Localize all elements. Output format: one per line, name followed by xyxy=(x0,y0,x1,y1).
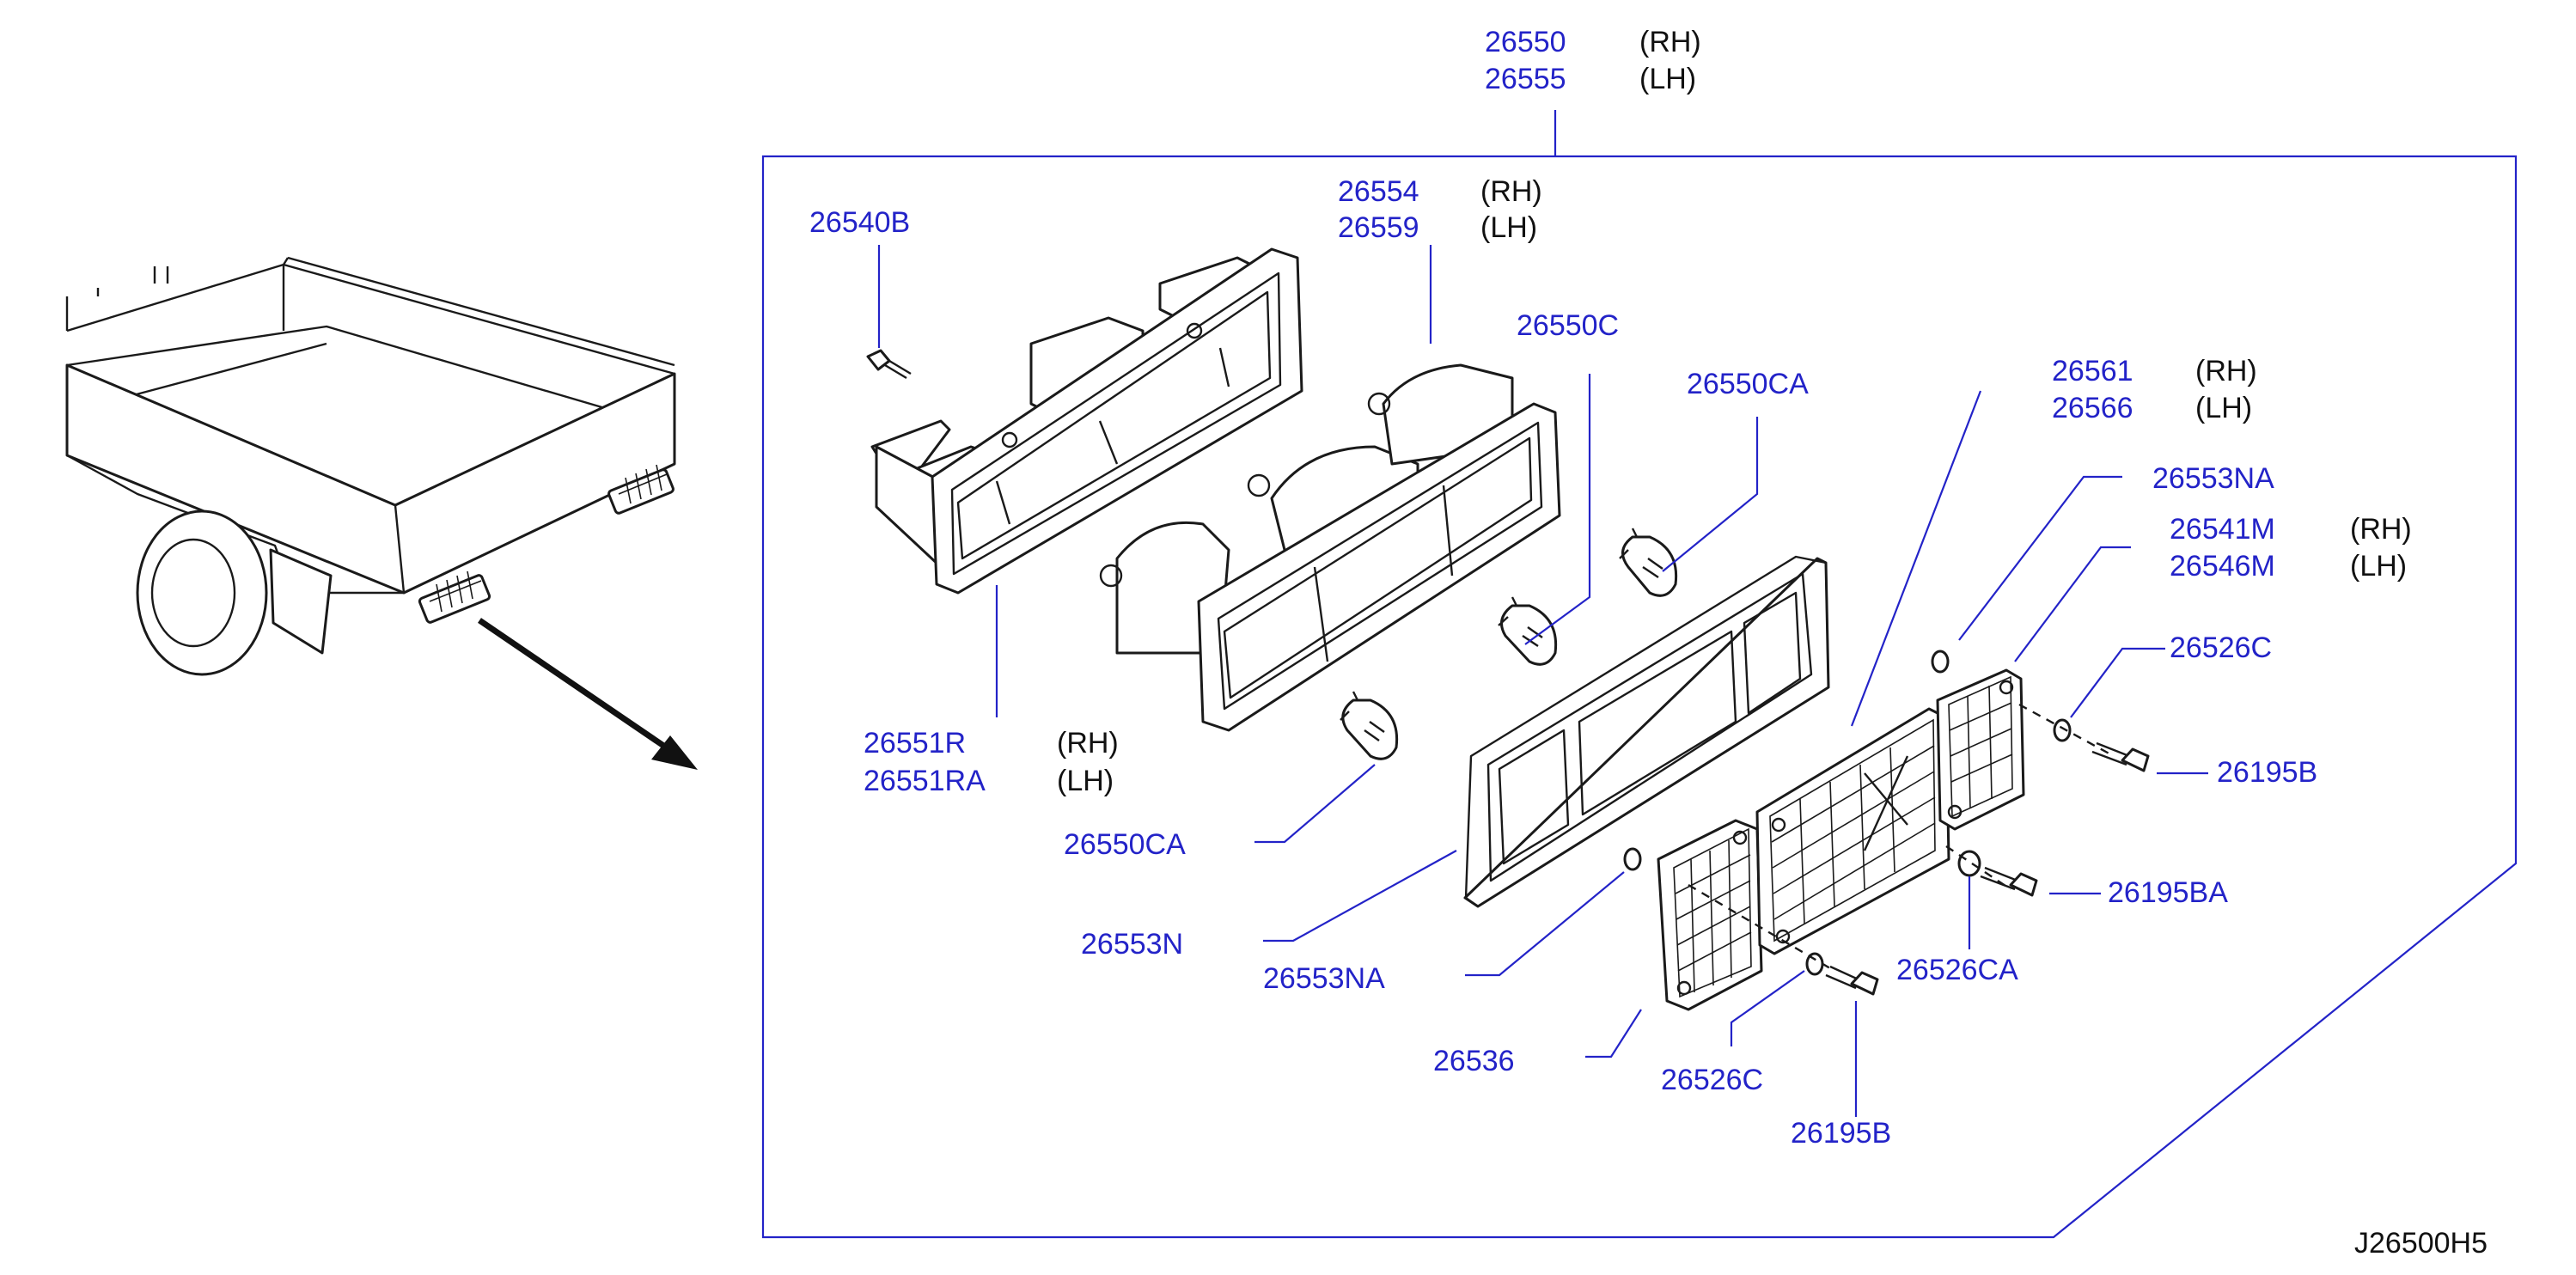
part-label-26566[interactable]: 26566 xyxy=(2052,392,2133,424)
side-label-rh: (RH) xyxy=(1639,26,1701,58)
lens-right xyxy=(1936,668,2025,831)
part-label-26526c-bottom[interactable]: 26526C xyxy=(1661,1064,1763,1096)
part-label-26546m[interactable]: 26546M xyxy=(2170,550,2275,583)
washer-ca xyxy=(1957,850,1981,877)
part-label-26554[interactable]: 26554 xyxy=(1338,175,1419,208)
arrow-indicator xyxy=(478,618,698,770)
part-label-26561[interactable]: 26561 xyxy=(2052,355,2133,387)
part-label-26540b[interactable]: 26540B xyxy=(809,206,910,239)
bulb-top xyxy=(1619,528,1678,597)
part-label-26553na-bottom[interactable]: 26553NA xyxy=(1263,962,1385,995)
part-label-26555[interactable]: 26555 xyxy=(1485,63,1566,95)
part-label-26553na-top[interactable]: 26553NA xyxy=(2152,462,2274,495)
callout-lens: 26561 (RH) 26566 (LH) xyxy=(2052,355,2257,424)
gasket xyxy=(1463,555,1830,908)
side-label-rh: (RH) xyxy=(2195,355,2257,387)
screw-right-upper xyxy=(2091,741,2150,772)
callout-body: 26554 (RH) 26559 (LH) xyxy=(1338,175,1542,244)
lamp-body xyxy=(1099,363,1561,732)
part-label-26195b-bottom[interactable]: 26195B xyxy=(1791,1117,1891,1150)
washer-na-right xyxy=(1931,650,1950,674)
part-label-26550[interactable]: 26550 xyxy=(1485,26,1566,58)
washer-c-right xyxy=(2053,718,2072,742)
lens-left xyxy=(1657,819,1763,1011)
part-label-26550c[interactable]: 26550C xyxy=(1517,309,1619,342)
part-label-26559[interactable]: 26559 xyxy=(1338,211,1419,244)
truck-lamp-left xyxy=(418,570,491,624)
side-label-lh: (LH) xyxy=(1480,211,1537,244)
bulb-middle xyxy=(1498,596,1558,666)
side-label-rh: (RH) xyxy=(2350,513,2412,546)
part-label-26553n[interactable]: 26553N xyxy=(1081,928,1183,961)
part-label-26541m[interactable]: 26541M xyxy=(2170,513,2275,546)
side-label-lh: (LH) xyxy=(1057,765,1114,797)
truck-lamp-right xyxy=(607,464,675,515)
side-label-rh: (RH) xyxy=(1480,175,1542,208)
callout-assembly: 26550 (RH) 26555 (LH) xyxy=(1485,26,1701,95)
part-label-26536[interactable]: 26536 xyxy=(1433,1045,1515,1077)
callout-lens-m: 26541M (RH) 26546M (LH) xyxy=(2170,513,2412,583)
lamp-housing xyxy=(870,247,1303,595)
part-label-26526c-top[interactable]: 26526C xyxy=(2170,631,2272,664)
screw-right-middle xyxy=(1980,866,2038,897)
side-label-lh: (LH) xyxy=(2350,550,2407,583)
part-label-26526ca[interactable]: 26526CA xyxy=(1896,954,2018,986)
lens-center xyxy=(1755,707,1950,955)
truck-illustration xyxy=(65,256,676,676)
part-label-26550ca-bottom[interactable]: 26550CA xyxy=(1064,828,1186,861)
part-label-26551r[interactable]: 26551R xyxy=(864,727,966,760)
washer-na-left xyxy=(1623,847,1642,871)
bulb-bottom xyxy=(1340,691,1399,760)
assembly-frame xyxy=(761,155,2518,1239)
leader-lines xyxy=(877,245,2208,1117)
callout-housing: 26551R (RH) 26551RA (LH) xyxy=(864,727,1119,797)
side-label-lh: (LH) xyxy=(1639,63,1696,95)
side-label-lh: (LH) xyxy=(2195,392,2252,424)
screw-bottom xyxy=(1825,965,1879,996)
screw-top-left xyxy=(866,349,912,380)
diagram-reference-code: J26500H5 xyxy=(2354,1227,2487,1260)
part-label-26550ca-top[interactable]: 26550CA xyxy=(1687,368,1809,400)
part-label-26551ra[interactable]: 26551RA xyxy=(864,765,986,797)
part-label-26195b-top[interactable]: 26195B xyxy=(2217,756,2317,789)
part-label-26195ba[interactable]: 26195BA xyxy=(2108,876,2228,909)
side-label-rh: (RH) xyxy=(1057,727,1119,760)
